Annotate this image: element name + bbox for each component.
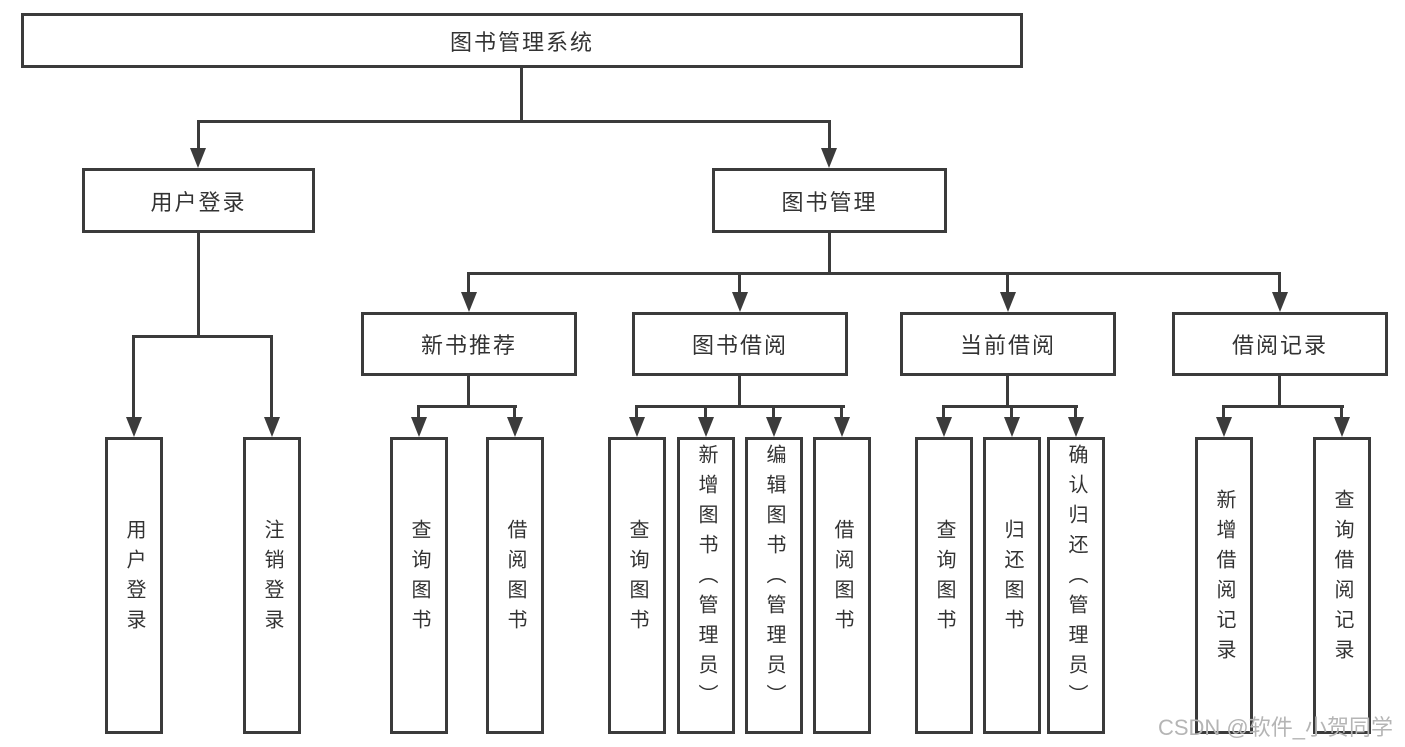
arrowhead-icon xyxy=(1068,417,1084,437)
connector-vline xyxy=(828,233,831,275)
node-label: 用户登录 xyxy=(123,518,145,639)
connector-vline xyxy=(704,405,707,421)
arrowhead-icon xyxy=(1272,292,1288,312)
node-add-borrow-record: 新增借阅记录 xyxy=(1195,437,1253,734)
node-label: 图书管理系统 xyxy=(449,29,594,55)
connector-vline xyxy=(270,335,273,421)
connector-vline xyxy=(1010,405,1013,421)
connector-vline xyxy=(828,120,831,154)
connector-vline xyxy=(513,405,516,421)
connector-hline xyxy=(1222,405,1344,408)
csdn-watermark: CSDN @软件_小贺同学 xyxy=(1157,715,1393,740)
connector-vline xyxy=(1006,272,1009,296)
connector-hline xyxy=(468,272,1281,275)
node-label: 当前借阅 xyxy=(959,333,1056,358)
connector-vline xyxy=(197,233,200,338)
node-label: 编辑图书（管理员） xyxy=(763,443,785,714)
connector-vline xyxy=(635,405,638,421)
node-label: 确认归还（管理员） xyxy=(1065,443,1087,714)
arrowhead-icon xyxy=(1000,292,1016,312)
node-logout: 注销登录 xyxy=(243,437,301,734)
arrowhead-icon xyxy=(698,417,714,437)
connector-vline xyxy=(1278,272,1281,296)
connector-hline xyxy=(132,335,273,338)
node-query-books-borrowing: 查询图书 xyxy=(608,437,666,734)
connector-vline xyxy=(1222,405,1225,421)
arrowhead-icon xyxy=(821,148,837,168)
node-user-login-leaf: 用户登录 xyxy=(105,437,163,734)
node-label: 查询图书 xyxy=(626,518,648,639)
connector-vline xyxy=(417,405,420,421)
node-book-management: 图书管理 xyxy=(712,168,947,233)
node-label: 注销登录 xyxy=(261,518,283,639)
connector-vline xyxy=(942,405,945,421)
node-edit-books-admin: 编辑图书（管理员） xyxy=(745,437,803,734)
node-borrowing-records: 借阅记录 xyxy=(1172,312,1388,376)
node-label: 归还图书 xyxy=(1001,518,1023,639)
node-add-books-admin: 新增图书（管理员） xyxy=(677,437,735,734)
connector-hline xyxy=(197,120,830,123)
arrowhead-icon xyxy=(1334,417,1350,437)
node-book-borrowing: 图书借阅 xyxy=(632,312,848,376)
connector-vline xyxy=(1340,405,1343,421)
arrowhead-icon xyxy=(264,417,280,437)
connector-vline xyxy=(197,120,200,154)
connector-vline xyxy=(1006,375,1009,408)
connector-hline xyxy=(417,405,517,408)
connector-hline xyxy=(635,405,845,408)
connector-vline xyxy=(738,272,741,296)
arrowhead-icon xyxy=(507,417,523,437)
node-new-book-recommendation: 新书推荐 xyxy=(361,312,577,376)
node-label: 新书推荐 xyxy=(420,333,517,358)
node-label: 查询图书 xyxy=(408,518,430,639)
node-label: 图书管理 xyxy=(781,189,878,215)
node-label: 用户登录 xyxy=(150,189,247,215)
arrowhead-icon xyxy=(411,417,427,437)
arrowhead-icon xyxy=(834,417,850,437)
arrowhead-icon xyxy=(461,292,477,312)
connector-vline xyxy=(467,375,470,408)
node-label: 借阅图书 xyxy=(504,518,526,639)
node-user-login: 用户登录 xyxy=(82,168,315,233)
node-label: 新增借阅记录 xyxy=(1213,488,1235,669)
node-label: 查询图书 xyxy=(933,518,955,639)
node-query-books-current: 查询图书 xyxy=(915,437,973,734)
node-borrow-books-recommend: 借阅图书 xyxy=(486,437,544,734)
arrowhead-icon xyxy=(126,417,142,437)
node-label: 借阅记录 xyxy=(1231,333,1328,358)
arrowhead-icon xyxy=(629,417,645,437)
node-query-books-recommend: 查询图书 xyxy=(390,437,448,734)
arrowhead-icon xyxy=(766,417,782,437)
arrowhead-icon xyxy=(936,417,952,437)
node-current-borrowing: 当前借阅 xyxy=(900,312,1116,376)
arrowhead-icon xyxy=(732,292,748,312)
connector-vline xyxy=(1278,375,1281,408)
node-confirm-return-admin: 确认归还（管理员） xyxy=(1047,437,1105,734)
connector-vline xyxy=(520,68,523,123)
node-label: 查询借阅记录 xyxy=(1331,488,1353,669)
connector-vline xyxy=(1074,405,1077,421)
node-label: 图书借阅 xyxy=(691,333,788,358)
connector-vline xyxy=(772,405,775,421)
node-label: 新增图书（管理员） xyxy=(695,443,717,714)
node-return-books: 归还图书 xyxy=(983,437,1041,734)
node-query-borrow-record: 查询借阅记录 xyxy=(1313,437,1371,734)
connector-vline xyxy=(738,375,741,408)
arrowhead-icon xyxy=(190,148,206,168)
connector-vline xyxy=(467,272,470,296)
node-label: 借阅图书 xyxy=(831,518,853,639)
node-borrow-books: 借阅图书 xyxy=(813,437,871,734)
arrowhead-icon xyxy=(1004,417,1020,437)
arrowhead-icon xyxy=(1216,417,1232,437)
node-root-system: 图书管理系统 xyxy=(21,13,1023,68)
connector-vline xyxy=(132,335,135,421)
connector-vline xyxy=(840,405,843,421)
